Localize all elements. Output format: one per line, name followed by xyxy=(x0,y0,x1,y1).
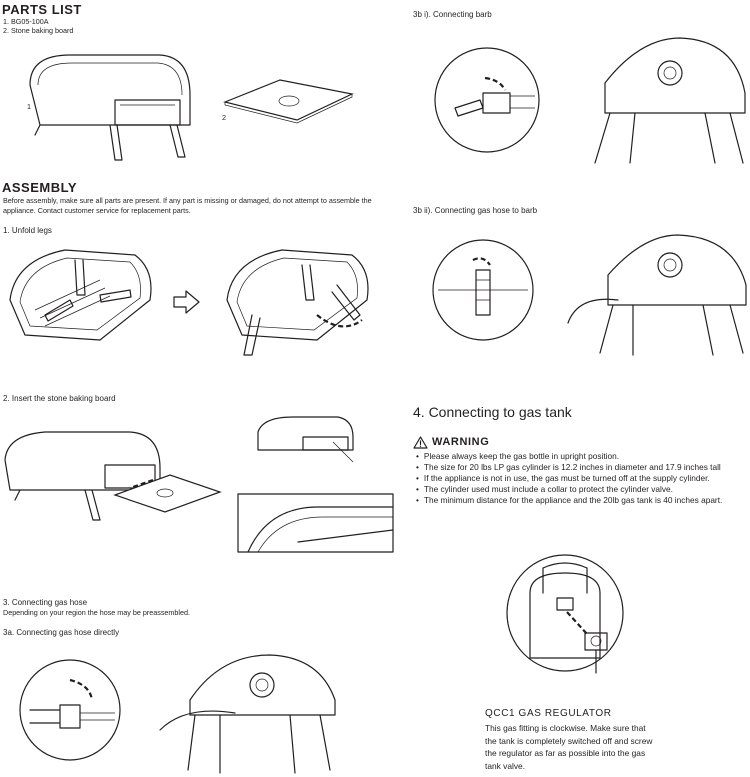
assembly-intro-line2: appliance. Contact customer service for … xyxy=(3,206,191,215)
warning-item: The cylinder used must include a collar … xyxy=(416,484,722,495)
stone-detail-illustration xyxy=(237,416,394,553)
warning-item: Please always keep the gas bottle in upr… xyxy=(416,451,722,462)
assembly-intro-line1: Before assembly, make sure all parts are… xyxy=(3,196,372,205)
step-unfold-legs: 1. Unfold legs xyxy=(3,226,52,235)
regulator-body-line: the regulator as far as possible into th… xyxy=(485,748,646,758)
warning-icon xyxy=(413,436,428,449)
warning-item: The minimum distance for the appliance a… xyxy=(416,495,722,506)
gas-regulator-illustration xyxy=(506,554,624,674)
step-connect-hose-directly: 3a. Connecting gas hose directly xyxy=(3,628,120,637)
stone-board-illustration xyxy=(223,79,354,124)
parts-list-item-oven: 1. BG05-100A xyxy=(3,17,49,26)
connect-hose-to-barb-illustration xyxy=(432,234,747,356)
step-connect-hose-note: Depending on your region the hose may be… xyxy=(3,608,190,617)
step-connect-barb: 3b i). Connecting barb xyxy=(413,10,492,19)
warning-item: The size for 20 lbs LP gas cylinder is 1… xyxy=(416,462,722,473)
oven-illustration xyxy=(29,54,191,161)
oven-folded-legs-illustration xyxy=(9,249,152,341)
warning-title: WARNING xyxy=(432,436,490,448)
arrow-right-icon xyxy=(173,290,200,314)
warning-item: If the appliance is not in use, the gas … xyxy=(416,473,722,484)
regulator-body-line: This gas fitting is clockwise. Make sure… xyxy=(485,723,646,733)
parts-list-item-stone: 2. Stone baking board xyxy=(3,26,74,35)
regulator-body-line: the tank is completely switched off and … xyxy=(485,735,653,746)
callout-1: 1 xyxy=(27,102,31,111)
gas-tank-title: 4. Connecting to gas tank xyxy=(413,404,572,420)
step-insert-stone: 2. Insert the stone baking board xyxy=(3,394,116,403)
oven-insert-stone-illustration xyxy=(4,431,222,521)
connect-hose-directly-illustration xyxy=(19,654,336,774)
assembly-title: ASSEMBLY xyxy=(2,180,78,195)
warning-list: Please always keep the gas bottle in upr… xyxy=(416,451,722,506)
connect-barb-illustration xyxy=(434,37,746,164)
step-connect-hose: 3. Connecting gas hose xyxy=(3,598,88,607)
regulator-body: This gas fitting is clockwise. Make sure… xyxy=(485,722,652,772)
parts-list-title: PARTS LIST xyxy=(2,2,82,17)
regulator-body-line: tank valve. xyxy=(485,760,526,771)
step-connect-hose-to-barb: 3b ii). Connecting gas hose to barb xyxy=(413,206,538,215)
callout-2: 2 xyxy=(222,113,226,122)
oven-unfolded-legs-illustration xyxy=(226,249,369,356)
regulator-title: QCC1 GAS REGULATOR xyxy=(485,708,612,719)
